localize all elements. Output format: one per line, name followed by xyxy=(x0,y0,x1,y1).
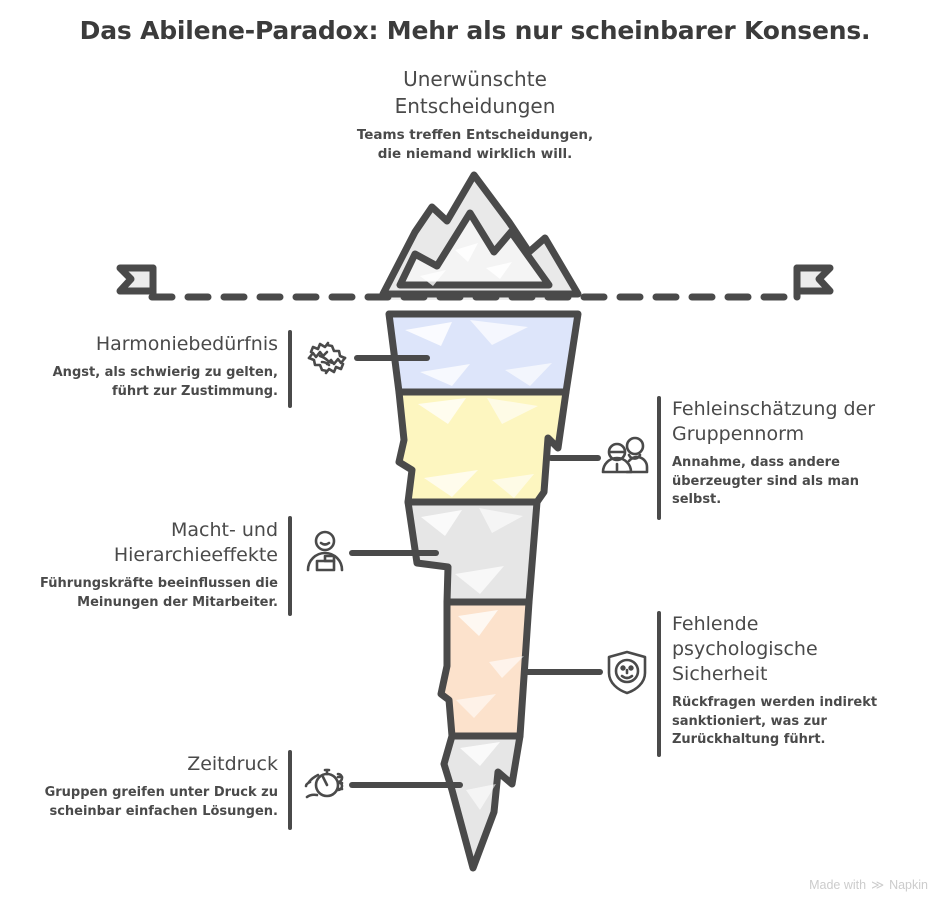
callout-title: Zeitdruck xyxy=(187,753,278,775)
accent-bar-left-1 xyxy=(288,330,292,408)
stopwatch-hand-icon xyxy=(298,757,352,811)
page-title: Das Abilene-Paradox: Mehr als nur schein… xyxy=(79,16,871,45)
watermark-prefix: Made with xyxy=(809,878,867,892)
napkin-logo-icon: ≫ xyxy=(871,877,885,892)
flag-icon-right xyxy=(793,264,834,301)
iceberg-band-gray-mid xyxy=(404,498,541,606)
napkin-watermark: Made with ≫ Napkin xyxy=(809,878,928,892)
shield-smiley-icon xyxy=(600,645,654,699)
callout-title: Harmoniebedürfnis xyxy=(95,333,278,355)
iceberg-band-peach xyxy=(437,598,533,740)
callout-description: Angst, als schwierig zu gelten,führt zur… xyxy=(52,365,278,399)
accent-bar-left-3 xyxy=(288,750,292,830)
flag-icon-left xyxy=(116,264,157,301)
handshake-icon xyxy=(300,331,354,385)
iceberg-tip-shape xyxy=(379,171,582,300)
accent-bar-left-2 xyxy=(288,516,292,616)
iceberg-tip-description: Teams treffen Entscheidungen,die niemand… xyxy=(356,127,594,162)
callout-left-harmoniebeduerfnis[interactable]: Harmoniebedürfnis Angst, als schwierig z… xyxy=(10,332,278,401)
people-group-icon xyxy=(598,431,652,485)
iceberg-band-blue xyxy=(385,310,582,396)
callout-left-zeitdruck[interactable]: Zeitdruck Gruppen greifen unter Druck zu… xyxy=(10,752,278,821)
speaker-podium-icon xyxy=(298,525,352,579)
accent-bar-right-2 xyxy=(657,611,661,757)
iceberg-band-yellow xyxy=(395,388,570,506)
iceberg-band-gray-tip xyxy=(440,732,524,872)
accent-bar-right-1 xyxy=(657,396,661,520)
watermark-brand: Napkin xyxy=(889,878,928,892)
